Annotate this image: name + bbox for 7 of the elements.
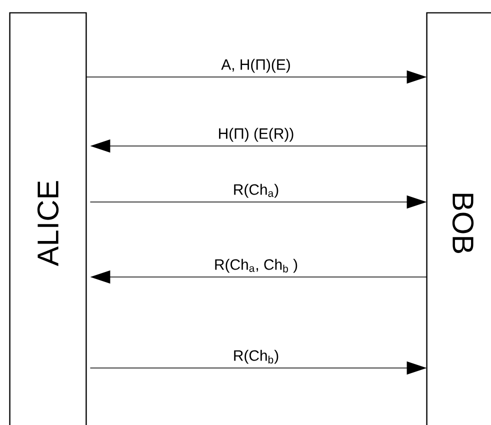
- edge-label: R(Ch$_{b}$): [234, 350, 278, 364]
- edge-label: A, H(Π)(E): [221, 58, 290, 73]
- participant-box: BOB: [426, 12, 491, 425]
- participant-box: ALICE: [9, 12, 87, 425]
- edge-label: H(Π) (E(R)): [219, 128, 294, 142]
- edge-label: R(Ch$_{a}$, Ch$_{b}$ ): [215, 258, 298, 273]
- edge-label: R(Ch$_{a}$): [234, 184, 278, 198]
